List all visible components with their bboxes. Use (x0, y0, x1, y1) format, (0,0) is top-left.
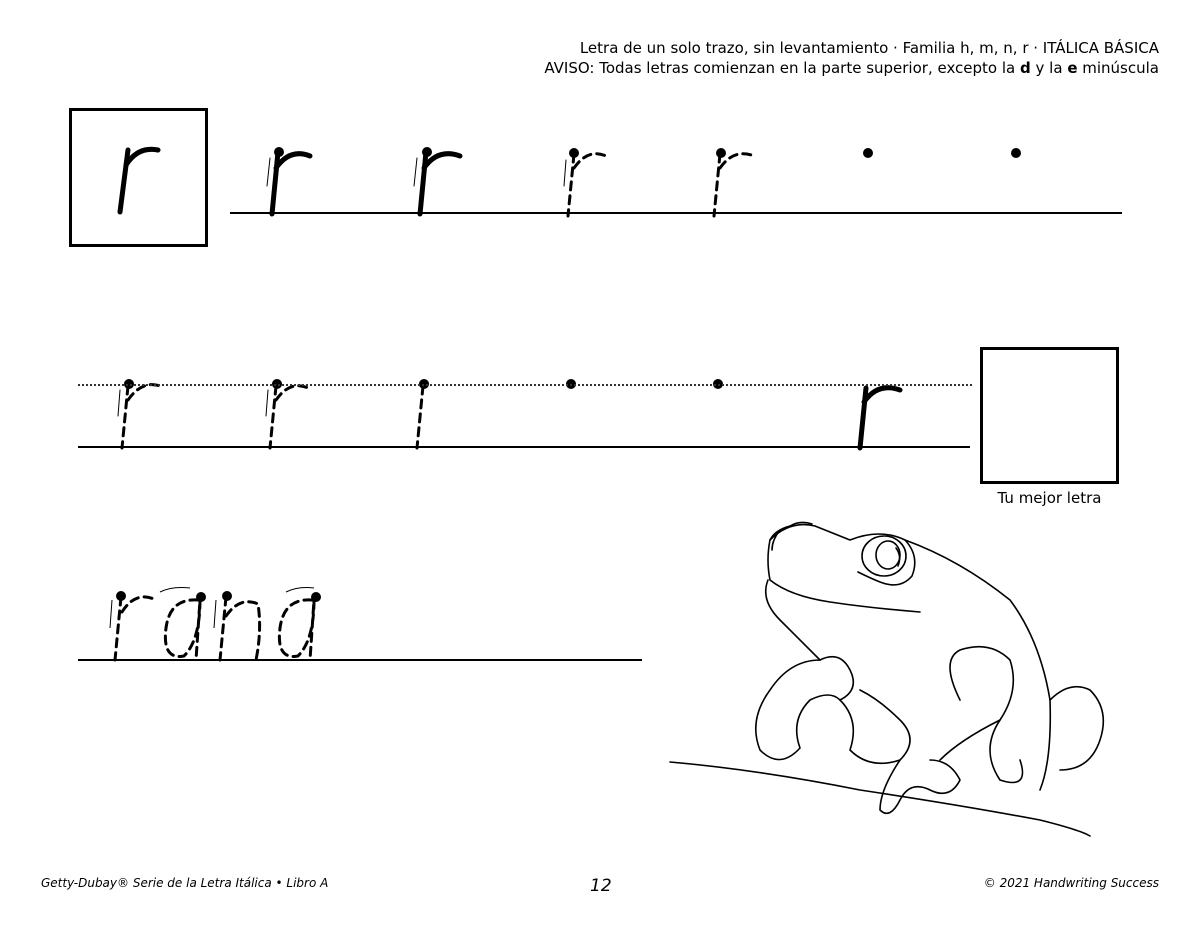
footer-copyright: © 2021 Handwriting Success (983, 876, 1159, 890)
row2-midline (78, 384, 972, 386)
best-letter-label: Tu mejor letra (997, 489, 1102, 507)
instruction-line-2: AVISO: Todas letras comienzan en la part… (544, 59, 1159, 77)
frog-line-art (669, 521, 1105, 837)
instruction-line-1: Letra de un solo trazo, sin levantamient… (579, 39, 1159, 57)
page-number: 12 (590, 876, 612, 896)
row1-baseline (230, 212, 1122, 214)
word-rana-trace (113, 595, 316, 662)
row1-start-dots (274, 147, 1021, 158)
row1-trace-letters (266, 149, 756, 218)
word-row-baseline (78, 659, 642, 661)
model-letter-r (117, 146, 161, 215)
row2-baseline (78, 446, 970, 448)
row2-trace-letters (117, 383, 903, 451)
instruction-header: Letra de un solo trazo, sin levantamient… (544, 38, 1159, 78)
word-rana-guides (109, 587, 315, 629)
word-rana-dots (116, 591, 321, 602)
footer-series: Getty-Dubay® Serie de la Letra Itálica •… (41, 876, 329, 890)
model-letter-box (69, 108, 208, 247)
best-letter-box[interactable] (980, 347, 1119, 484)
